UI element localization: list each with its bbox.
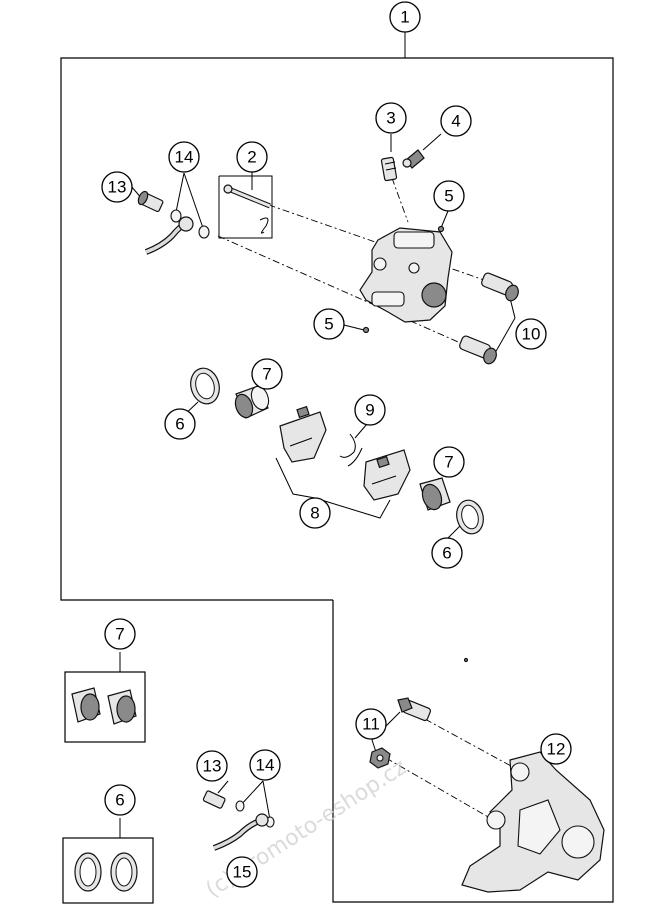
- seal-kit-frame: [62, 837, 154, 904]
- caliper-body: [359, 227, 453, 323]
- svg-text:13: 13: [108, 178, 127, 197]
- callout-9: 9: [354, 394, 386, 426]
- callout-6-kit: 6: [104, 784, 136, 816]
- svg-text:3: 3: [386, 109, 395, 128]
- brake-hose-upper: [144, 216, 194, 255]
- svg-text:1: 1: [400, 8, 409, 27]
- callout-7-left: 7: [251, 358, 283, 390]
- callout-1: 1: [389, 1, 421, 33]
- callout-2: 2: [236, 141, 268, 173]
- callout-6-right: 6: [431, 537, 463, 569]
- piston-kit-frame: [64, 671, 146, 743]
- brake-pad-left: [279, 405, 327, 463]
- callout-3: 3: [375, 102, 407, 134]
- caliper-bracket: [461, 751, 605, 893]
- seal-ring-left: [190, 367, 220, 405]
- assembly-frame-outline: [60, 57, 614, 903]
- svg-text:9: 9: [365, 401, 374, 420]
- bleed-valve: [380, 156, 398, 182]
- callout-12: 12: [540, 733, 572, 765]
- pad-pin: [223, 184, 271, 234]
- callout-13-upper: 13: [101, 171, 133, 203]
- svg-text:8: 8: [310, 504, 319, 523]
- svg-text:7: 7: [262, 365, 271, 384]
- piston-left: [234, 385, 270, 419]
- callout-4: 4: [440, 105, 472, 137]
- callout-14-upper: 14: [168, 141, 200, 173]
- ball-part-5a: [437, 225, 445, 233]
- svg-text:14: 14: [175, 148, 194, 167]
- piston-kit: [71, 687, 137, 725]
- banjo-bolt-lower: [202, 790, 226, 809]
- bracket-bolt: [397, 697, 431, 722]
- banjo-bolt-upper: [137, 190, 164, 213]
- svg-text:5: 5: [444, 187, 453, 206]
- callout-13-lower: 13: [196, 750, 228, 782]
- callout-7-kit: 7: [104, 618, 136, 650]
- pad-spring: [339, 433, 363, 467]
- piston-right: [419, 477, 451, 511]
- guide-pin-upper: [481, 272, 519, 302]
- bleed-cap: [402, 149, 425, 169]
- svg-text:12: 12: [547, 740, 566, 759]
- callout-5-upper: 5: [433, 180, 465, 212]
- callout-15: 15: [226, 856, 258, 888]
- washer-upper-b: [198, 225, 210, 239]
- svg-text:6: 6: [442, 544, 451, 563]
- brake-pad-right: [363, 449, 411, 501]
- callout-11: 11: [355, 708, 387, 740]
- guide-pin-lower: [459, 335, 497, 365]
- svg-text:14: 14: [256, 756, 275, 775]
- callout-5-lower: 5: [313, 308, 345, 340]
- marker-dot: [463, 657, 469, 663]
- callout-10: 10: [515, 318, 547, 350]
- ball-part-5b: [362, 326, 370, 334]
- bracket-nut: [369, 747, 391, 769]
- svg-text:7: 7: [444, 453, 453, 472]
- svg-text:6: 6: [175, 415, 184, 434]
- svg-text:4: 4: [451, 112, 460, 131]
- svg-text:10: 10: [522, 325, 541, 344]
- svg-text:13: 13: [203, 757, 222, 776]
- brake-hose-lower: [212, 813, 269, 851]
- svg-text:5: 5: [324, 315, 333, 334]
- callout-6-left: 6: [164, 408, 196, 440]
- svg-text:15: 15: [233, 863, 252, 882]
- svg-text:11: 11: [362, 715, 380, 734]
- callout-7-right: 7: [433, 446, 465, 478]
- seal-kit: [74, 852, 138, 892]
- svg-text:2: 2: [247, 148, 256, 167]
- callout-8: 8: [299, 497, 331, 529]
- washer-upper-a: [170, 209, 182, 223]
- callout-14-lower: 14: [249, 749, 281, 781]
- seal-ring-right: [456, 499, 484, 535]
- svg-text:7: 7: [115, 625, 124, 644]
- washer-lower-a: [235, 800, 245, 812]
- svg-text:6: 6: [115, 791, 124, 810]
